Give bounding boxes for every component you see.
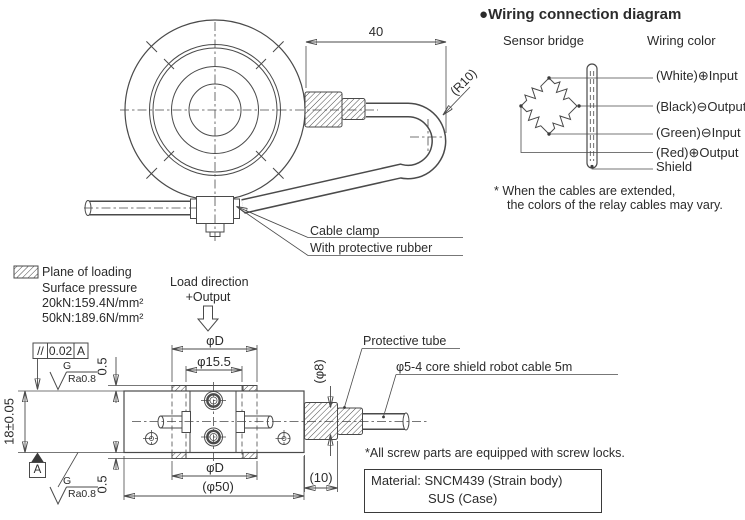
bridge-resistor [520,77,550,107]
dim-10-text: (10) [309,470,333,485]
side-view-dimensions [18,345,338,500]
load-direction-arrow-icon [196,305,220,332]
surface-ra-bottom: Ra0.8 [68,488,97,500]
bent-cable [241,102,447,214]
dim-05-bottom-text: 0.5 [94,475,110,494]
dim-phid-bottom-text: φD [206,459,224,475]
surface-finish-icon-top [49,371,97,391]
load-output-label: +Output [185,289,231,304]
protective-rubber-label: With protective rubber [310,240,433,255]
datum-a-label: A [33,464,42,476]
dim-40-text: 40 [368,24,384,39]
surface-g-top: G [63,360,72,372]
hatch-legend-swatch [13,265,39,279]
fcf-tolerance-value: 0.02 [48,343,73,358]
front-view [84,19,471,256]
bridge-resistor [548,105,578,135]
wiring-color-label: Wiring color [647,33,716,48]
bridge-schematic [519,63,653,170]
dim-40 [305,42,447,133]
loading-plane-hatch [171,385,187,392]
fcf-parallelism-symbol: // [37,343,44,358]
bullet-icon: ● [479,6,489,23]
surface-ra-top: Ra0.8 [68,373,97,385]
diagonal-tick-marks [146,41,284,179]
dim-phi50-text: (φ50) [202,479,234,494]
wire-label-green: (Green)⊖Input [656,125,741,140]
load-direction-label: Load direction [170,275,249,289]
sensor-bridge-label: Sensor bridge [503,33,584,48]
material-box: Material: SNCM439 (Strain body) SUS (Cas… [364,469,602,513]
dim-phid-top-text: φD [206,333,224,348]
dim-phi155-text: φ15.5 [197,354,231,369]
label-leaders [343,348,618,419]
robot-cable-label: φ5-4 core shield robot cable 5m [396,360,573,374]
legend-surface-pressure: Surface pressure [42,280,138,295]
legend-plane-of-loading: Plane of loading [42,265,132,279]
surface-finish-icon-bottom [49,452,98,506]
fcf-frame [32,342,89,390]
material-line1: Material: SNCM439 (Strain body) [371,473,563,488]
right-screw-hole [275,430,293,447]
fcf-datum-ref: A [76,343,85,358]
wire-label-red: (Red)⊕Output [656,144,739,160]
wire-label-shield: Shield [656,158,693,174]
datum-triangle-icon [29,452,46,478]
material-line2: SUS (Case) [428,491,498,506]
legend-pressure-50kn: 50kN:189.6N/mm² [42,310,144,325]
protective-tube-label: Protective tube [363,334,447,348]
surface-g-bottom: G [63,475,72,487]
dim-05-top-text: 0.5 [94,357,110,376]
legend-pressure-20kn: 20kN:159.4N/mm² [42,295,144,310]
dim-18-text: 18±0.05 [1,398,17,445]
wiring-note-line2: the colors of the relay cables may vary. [507,198,723,212]
left-pin [157,411,191,433]
dim-phi8-text: (φ8) [311,359,327,384]
wiring-diagram-title: ●Wiring connection diagram [479,6,682,23]
wire-label-white: (White)⊕Input [656,68,738,83]
right-pin [235,411,274,433]
r10-leader [443,86,471,115]
cable-gland-front [304,91,343,128]
bridge-resistor [548,77,578,107]
wire-label-black: (Black)⊖Output [656,99,745,114]
left-screw-hole [143,430,160,447]
clamp-leaders [237,207,463,256]
cable-clamp-label: Cable clamp [310,223,380,238]
screw-lock-note: *All screw parts are equipped with screw… [365,446,625,460]
side-view [18,342,618,506]
cable-gland-side [304,402,338,440]
wiring-note-line1: * When the cables are extended, [494,184,676,198]
bridge-resistor [520,105,550,135]
